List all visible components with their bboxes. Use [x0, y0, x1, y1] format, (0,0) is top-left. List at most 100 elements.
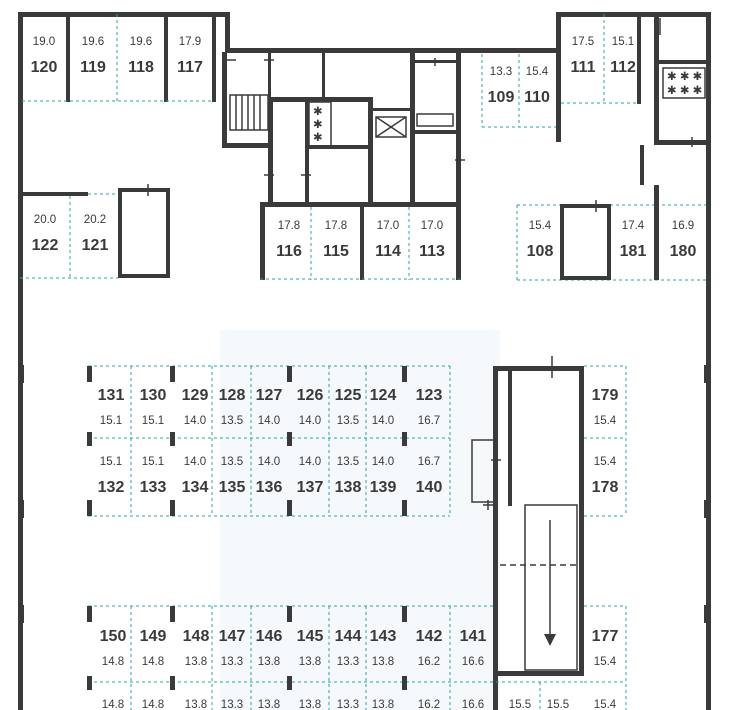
spot-area: 19.6 — [82, 36, 104, 48]
spot-area: 17.8 — [325, 220, 347, 232]
ramp — [471, 356, 584, 710]
spot-area: 15.4 — [529, 220, 552, 232]
spot-grid-right — [584, 365, 627, 710]
spot-area: 14.8 — [142, 699, 164, 710]
spot-area: 13.8 — [258, 699, 280, 710]
spot-number[interactable]: 113 — [419, 243, 445, 260]
spot-area: 15.1 — [100, 415, 122, 427]
spot-number[interactable]: 120 — [31, 59, 58, 76]
spot-number[interactable]: 136 — [256, 479, 283, 496]
spot-walls-109-110 — [481, 54, 556, 128]
spot-area: 17.9 — [179, 36, 201, 48]
spot-walls-top-left — [22, 14, 216, 102]
spot-number[interactable]: 108 — [527, 243, 554, 260]
spot-area: 20.0 — [34, 214, 56, 226]
spot-number[interactable]: 134 — [182, 479, 209, 496]
svg-text:✱ ✱ ✱: ✱ ✱ ✱ — [667, 71, 703, 83]
spot-number[interactable]: 148 — [183, 628, 210, 645]
spot-number[interactable]: 177 — [592, 628, 619, 645]
spot-number[interactable]: 126 — [297, 387, 324, 404]
spot-area: 15.1 — [142, 415, 164, 427]
spot-area: 14.0 — [299, 456, 321, 468]
spot-number[interactable]: 127 — [256, 387, 283, 404]
spot-number[interactable]: 135 — [219, 479, 246, 496]
spot-area: 14.8 — [102, 699, 124, 710]
spot-number[interactable]: 181 — [620, 243, 647, 260]
spot-number[interactable]: 142 — [416, 628, 443, 645]
spot-area: 13.8 — [372, 656, 394, 668]
spot-number[interactable]: 118 — [128, 59, 154, 76]
spot-number[interactable]: 147 — [219, 628, 246, 645]
spot-area: 13.5 — [221, 456, 243, 468]
spot-number[interactable]: 141 — [460, 628, 487, 645]
spot-number[interactable]: 123 — [416, 387, 443, 404]
spot-grid-bottom — [87, 605, 584, 710]
spot-number[interactable]: 138 — [335, 479, 362, 496]
spot-walls-top-right: ✱ ✱ ✱ ✱ ✱ ✱ — [561, 14, 709, 147]
spot-number[interactable]: 179 — [592, 387, 619, 404]
spot-number[interactable]: 137 — [297, 479, 324, 496]
spot-area: 14.0 — [299, 415, 321, 427]
spot-area: 16.9 — [672, 220, 694, 232]
spot-area: 16.2 — [418, 656, 440, 668]
spot-area: 14.0 — [184, 456, 206, 468]
spot-walls-116-113 — [260, 202, 461, 280]
spot-number[interactable]: 129 — [182, 387, 209, 404]
spot-area: 13.8 — [258, 656, 280, 668]
spot-walls-108-181-180 — [516, 145, 706, 281]
spot-grid-middle — [87, 365, 451, 517]
spot-number[interactable]: 115 — [323, 243, 349, 260]
spot-area: 13.8 — [299, 656, 321, 668]
spot-area: 13.3 — [337, 699, 359, 710]
spot-number[interactable]: 144 — [335, 628, 362, 645]
spot-number[interactable]: 124 — [370, 387, 397, 404]
spot-number[interactable]: 109 — [488, 89, 515, 106]
spot-number[interactable]: 110 — [524, 89, 550, 106]
spot-area: 15.5 — [547, 699, 569, 710]
spot-area: 16.2 — [418, 699, 440, 710]
spot-number[interactable]: 149 — [140, 628, 167, 645]
spot-number[interactable]: 111 — [571, 59, 596, 76]
spot-number[interactable]: 131 — [98, 387, 125, 404]
spot-number[interactable]: 112 — [610, 59, 636, 76]
spot-number[interactable]: 121 — [82, 237, 109, 254]
spot-area: 14.0 — [258, 456, 280, 468]
spot-area: 13.3 — [221, 699, 243, 710]
spot-number[interactable]: 146 — [256, 628, 283, 645]
spot-number[interactable]: 117 — [177, 59, 203, 76]
spot-number[interactable]: 145 — [297, 628, 324, 645]
spot-area: 13.5 — [337, 415, 359, 427]
spot-area: 15.1 — [612, 36, 634, 48]
spot-area: 20.2 — [84, 214, 106, 226]
spot-number[interactable]: 122 — [32, 237, 59, 254]
spot-number[interactable]: 140 — [416, 479, 443, 496]
spot-number[interactable]: 180 — [670, 243, 697, 260]
spot-area: 13.8 — [185, 656, 207, 668]
spot-area: 16.6 — [462, 699, 484, 710]
spot-number[interactable]: 128 — [219, 387, 246, 404]
spot-number[interactable]: 143 — [370, 628, 397, 645]
spot-number[interactable]: 133 — [140, 479, 167, 496]
spot-number[interactable]: 114 — [375, 243, 401, 260]
spot-area: 17.0 — [377, 220, 399, 232]
spot-area: 13.3 — [337, 656, 359, 668]
spot-area: 13.8 — [299, 699, 321, 710]
spot-area: 13.3 — [490, 66, 512, 78]
spot-number[interactable]: 139 — [370, 479, 397, 496]
central-core: ✱ ✱ ✱ — [222, 52, 465, 203]
spot-number[interactable]: 150 — [100, 628, 127, 645]
spot-number[interactable]: 125 — [335, 387, 362, 404]
spot-number[interactable]: 130 — [140, 387, 167, 404]
spot-number[interactable]: 116 — [276, 243, 302, 260]
spot-area: 19.0 — [33, 36, 55, 48]
spot-number[interactable]: 132 — [98, 479, 125, 496]
spot-number[interactable]: 119 — [80, 59, 106, 76]
spot-area: 14.8 — [102, 656, 124, 668]
spot-area: 15.4 — [526, 66, 549, 78]
outer-pillars — [18, 365, 710, 623]
outer-walls — [18, 12, 711, 710]
spot-number[interactable]: 178 — [592, 479, 619, 496]
